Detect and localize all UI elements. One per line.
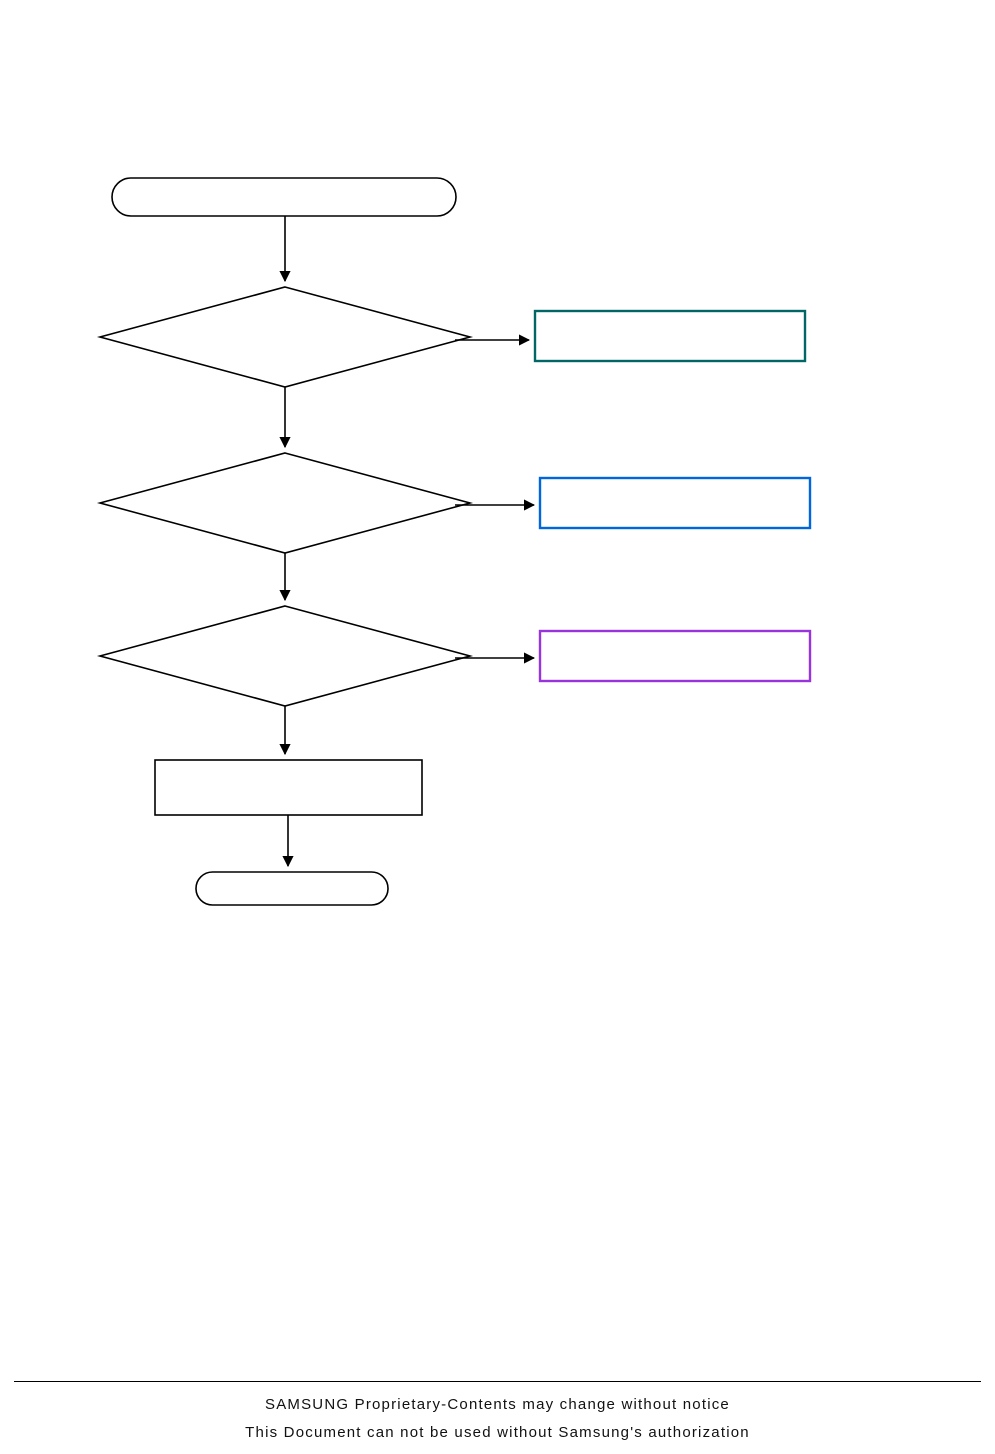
node-decision-1 — [96, 286, 474, 388]
node-end — [195, 871, 389, 906]
node-result-2 — [538, 476, 812, 530]
node-decision-2 — [96, 452, 474, 554]
node-process-final — [154, 759, 423, 816]
node-result-3 — [538, 629, 812, 683]
footer-authorization-notice: This Document can not be used without Sa… — [245, 1424, 750, 1441]
node-result-1 — [533, 309, 807, 363]
footer-divider — [14, 1381, 981, 1382]
footer-proprietary-notice: SAMSUNG Proprietary-Contents may change … — [265, 1396, 730, 1413]
node-decision-3 — [96, 605, 474, 707]
node-start — [111, 177, 457, 217]
